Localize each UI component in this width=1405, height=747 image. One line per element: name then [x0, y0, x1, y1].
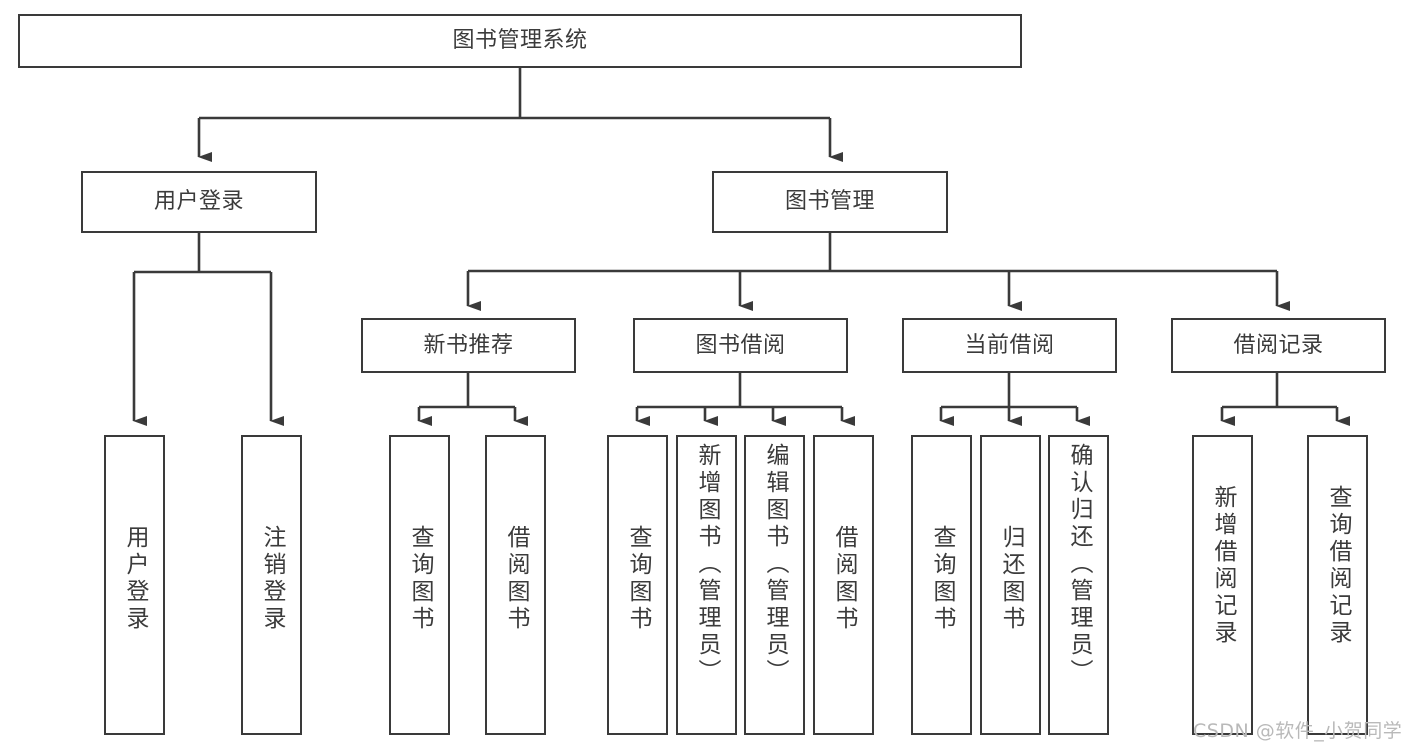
csdn-watermark: CSDN @软件_小贺同学	[1193, 720, 1403, 742]
leaf-add-book-admin[interactable]: 新增图书（管理员）	[676, 435, 737, 735]
node-new-book-recommend[interactable]: 新书推荐	[361, 318, 576, 373]
node-label: 查询图书	[407, 525, 433, 633]
node-label: 当前借阅	[964, 332, 1055, 358]
node-book-management[interactable]: 图书管理	[712, 171, 948, 233]
node-label: 用户登录	[122, 525, 148, 633]
leaf-query-borrow-record[interactable]: 查询借阅记录	[1307, 435, 1368, 735]
leaf-edit-book-admin[interactable]: 编辑图书（管理员）	[744, 435, 805, 735]
leaf-add-borrow-record[interactable]: 新增借阅记录	[1192, 435, 1253, 735]
leaf-query-book-current[interactable]: 查询图书	[911, 435, 972, 735]
node-label: 图书管理系统	[452, 28, 588, 54]
node-label: 图书借阅	[695, 332, 786, 358]
leaf-confirm-return-admin[interactable]: 确认归还（管理员）	[1048, 435, 1109, 735]
node-book-borrow[interactable]: 图书借阅	[633, 318, 848, 373]
node-label: 查询图书	[929, 525, 955, 633]
leaf-borrow-book-recommend[interactable]: 借阅图书	[485, 435, 546, 735]
node-label: 归还图书	[998, 525, 1024, 633]
node-label: 借阅记录	[1233, 332, 1324, 358]
node-user-login[interactable]: 用户登录	[81, 171, 317, 233]
node-label: 查询图书	[625, 525, 651, 633]
leaf-logout-login[interactable]: 注销登录	[241, 435, 302, 735]
node-label: 编辑图书（管理员）	[762, 443, 788, 686]
node-label: 借阅图书	[831, 525, 857, 633]
node-root-system[interactable]: 图书管理系统	[18, 14, 1022, 68]
node-label: 借阅图书	[503, 525, 529, 633]
leaf-query-book-recommend[interactable]: 查询图书	[389, 435, 450, 735]
node-label: 用户登录	[153, 189, 244, 215]
node-label: 注销登录	[259, 525, 285, 633]
node-current-borrow[interactable]: 当前借阅	[902, 318, 1117, 373]
node-label: 新增图书（管理员）	[694, 443, 720, 686]
node-label: 图书管理	[784, 189, 875, 215]
node-label: 查询借阅记录	[1325, 485, 1351, 647]
node-label: 确认归还（管理员）	[1066, 443, 1092, 686]
leaf-user-login[interactable]: 用户登录	[104, 435, 165, 735]
leaf-borrow-book[interactable]: 借阅图书	[813, 435, 874, 735]
node-label: 新书推荐	[423, 332, 514, 358]
leaf-return-book[interactable]: 归还图书	[980, 435, 1041, 735]
node-label: 新增借阅记录	[1210, 485, 1236, 647]
leaf-query-book-borrow[interactable]: 查询图书	[607, 435, 668, 735]
node-borrow-record[interactable]: 借阅记录	[1171, 318, 1386, 373]
